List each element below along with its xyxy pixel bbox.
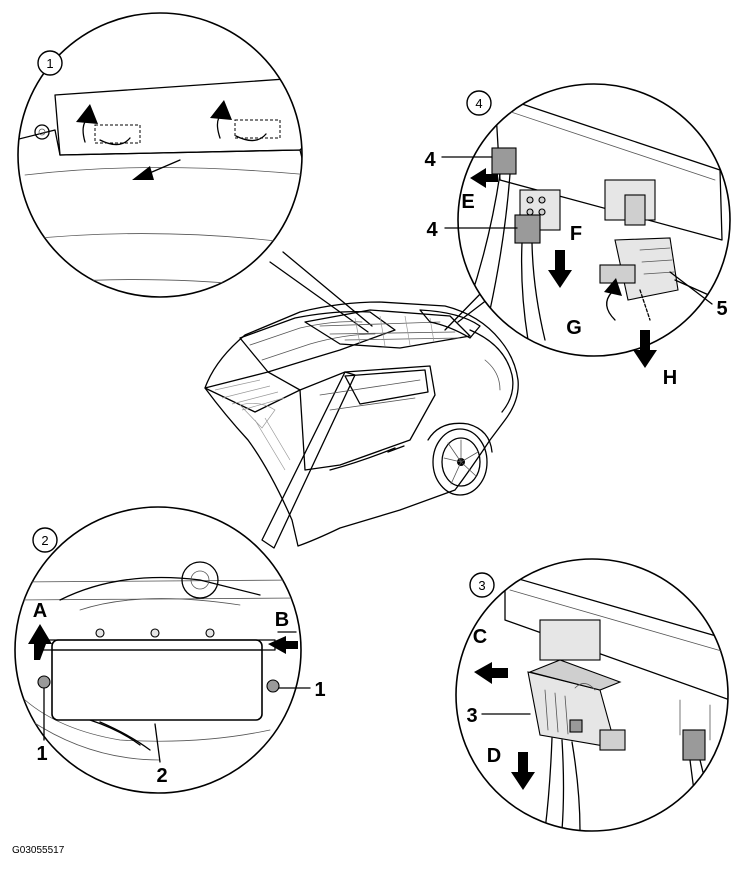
leader-lines: [261, 251, 493, 549]
callout-d: D: [487, 745, 501, 767]
callout-f: F: [570, 223, 582, 245]
callout-2: 2: [156, 765, 167, 787]
detail-badge-3: 3: [478, 578, 485, 593]
callout-3: 3: [466, 705, 477, 727]
callout-1-right: 1: [314, 679, 325, 701]
callout-e: E: [461, 191, 474, 213]
car-illustration: [204, 301, 519, 547]
callout-c: C: [473, 626, 487, 648]
detail-3-connector: C 3 D 3: [455, 558, 729, 832]
callout-g: G: [566, 317, 582, 339]
callout-h: H: [663, 367, 677, 389]
detail-badge-4: 4: [475, 96, 482, 111]
detail-badge-1: 1: [46, 56, 53, 71]
callout-1-left: 1: [36, 743, 47, 765]
callout-4-lower: 4: [426, 219, 438, 241]
callout-4-upper: 4: [424, 149, 436, 171]
detail-2-module: A B 1 1 2 2: [14, 506, 326, 794]
callout-a: A: [33, 600, 47, 622]
figure-reference-id: G03055517: [12, 845, 65, 856]
callout-b: B: [275, 609, 289, 631]
detail-4-connectors: 4 E 4 F G 5 H 4: [424, 83, 731, 389]
detail-1-headliner: 1: [17, 12, 303, 298]
detail-badge-2: 2: [41, 533, 48, 548]
callout-5: 5: [716, 298, 727, 320]
